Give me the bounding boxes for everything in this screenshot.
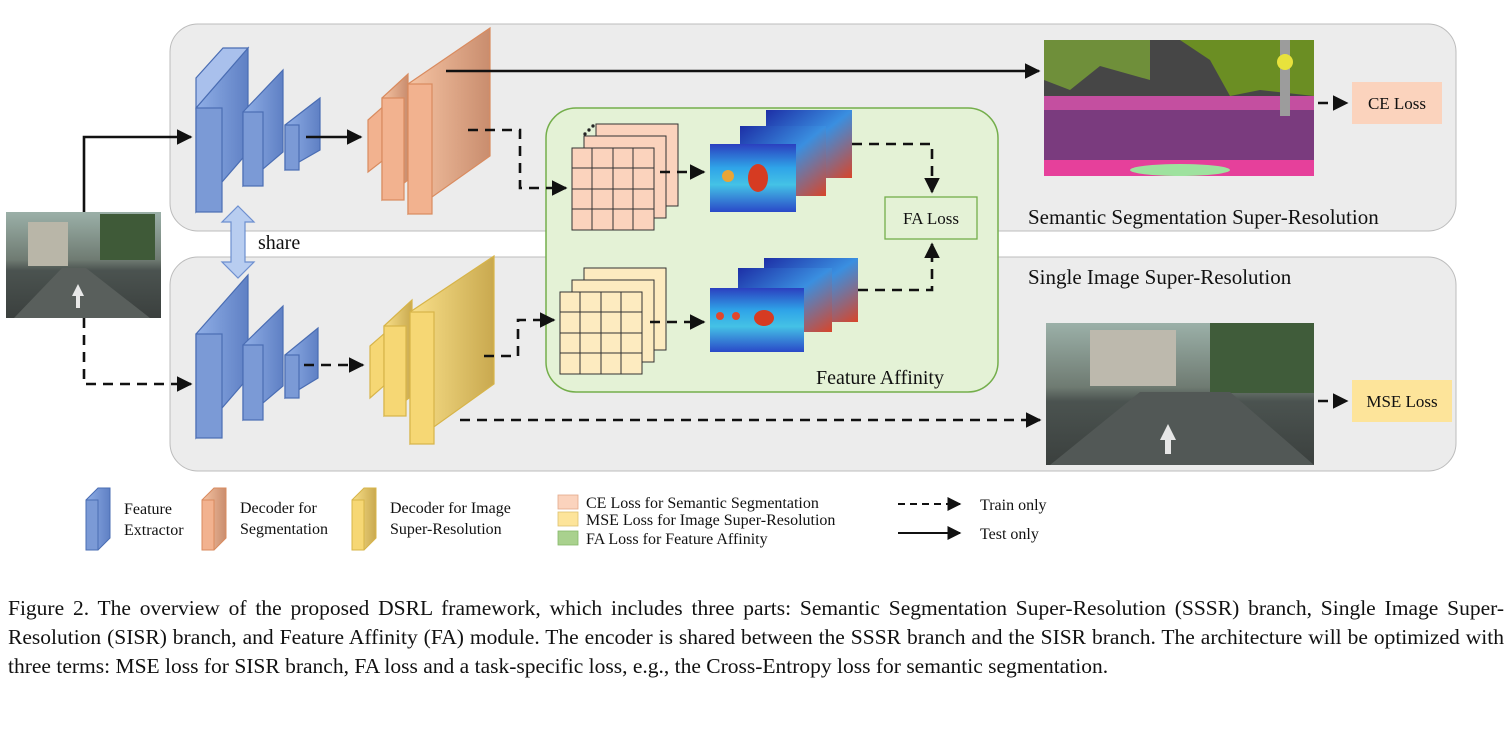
fa-loss-box [884,196,978,240]
sssr-title: Semantic Segmentation Super-Resolution [1028,205,1379,229]
segmentation-output-image [1044,40,1314,176]
legend-test-label: Test only [980,526,1039,543]
mse-loss-box [1352,380,1452,422]
feature-affinity-label: Feature Affinity [816,367,944,389]
legend-mse-label: MSE Loss for Image Super-Resolution [586,512,835,529]
train-arrows [82,95,1349,428]
input-street-image [6,212,161,318]
legend-decoder-sisr-line2: Super-Resolution [390,521,502,538]
legend-decoder-seg-swatch [201,487,227,551]
legend-ce-swatch [557,494,579,510]
share-label: share [258,232,300,254]
affinity-grid-bottom [559,267,667,375]
dsrl-framework-diagram: share CE Loss MSE Los [6,23,1457,551]
ce-loss-label: CE Loss [1368,94,1426,113]
legend: Feature Extractor Decoder for Segmentati… [85,487,1047,551]
legend-decoder-sisr-swatch [351,487,377,551]
figure-caption: Figure 2. The overview of the proposed D… [8,596,1504,678]
share-arrow [220,205,256,279]
legend-ce-label: CE Loss for Semantic Segmentation [586,495,819,512]
legend-fa-swatch [557,530,579,546]
ce-loss-box [1352,82,1442,124]
affinity-grid-top [571,123,679,231]
encoder-top [195,46,321,214]
legend-decoder-seg-line2: Segmentation [240,521,328,538]
heatmaps-top [710,110,852,212]
decoder-segmentation-top [367,26,491,216]
heatmaps-bottom [710,258,858,352]
legend-train-label: Train only [980,497,1047,514]
legend-feature-extractor-line2: Extractor [124,522,184,539]
legend-decoder-sisr-line1: Decoder for Image [390,500,511,517]
fa-loss-label: FA Loss [903,209,959,228]
sr-output-image [1046,323,1314,465]
mse-loss-label: MSE Loss [1366,392,1437,411]
legend-feature-extractor-line1: Feature [124,501,172,518]
legend-feature-extractor-swatch [85,487,111,551]
legend-fa-label: FA Loss for Feature Affinity [586,531,768,548]
sisr-title: Single Image Super-Resolution [1028,265,1292,289]
encoder-bottom [195,273,319,440]
decoder-sisr-bottom [369,254,495,446]
test-arrows [82,63,1041,212]
legend-decoder-seg-line1: Decoder for [240,500,318,517]
legend-mse-swatch [557,511,579,527]
